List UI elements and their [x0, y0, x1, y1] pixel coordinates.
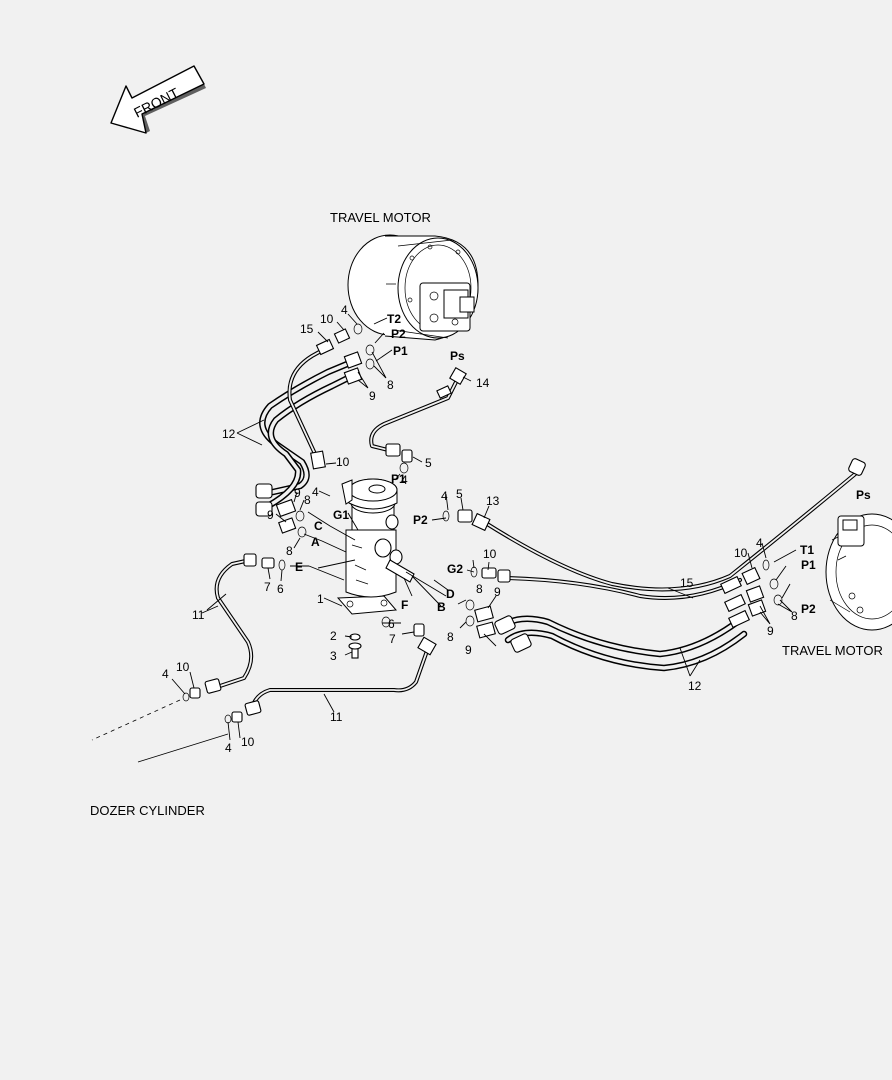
callout: 12	[688, 679, 702, 693]
front-arrow-icon: FRONT	[110, 65, 206, 134]
hoses-right-bundle	[498, 615, 748, 672]
callout: 5	[425, 456, 432, 470]
port-ps-top: Ps	[450, 349, 465, 363]
caption-travel-motor-top: TRAVEL MOTOR	[330, 210, 431, 225]
port-p2-mid: P2	[413, 513, 428, 527]
port-e: E	[295, 560, 303, 574]
callout: 9	[465, 643, 472, 657]
callout: 9	[494, 585, 501, 599]
port-g2: G2	[447, 562, 463, 576]
callout: 8	[387, 378, 394, 392]
callout: 1	[317, 592, 324, 606]
callout: 9	[369, 389, 376, 403]
port-ps-right: Ps	[856, 488, 871, 502]
port-t1-right: T1	[800, 543, 814, 557]
swivel-joint	[336, 478, 415, 615]
callout: 15	[680, 576, 694, 590]
port-p2-right: P2	[801, 602, 816, 616]
callout: 6	[388, 617, 395, 631]
callout: 4	[341, 303, 348, 317]
callout: 8	[476, 582, 483, 596]
callout: 8	[791, 609, 798, 623]
callout: 11	[330, 710, 343, 724]
callout: 4	[756, 536, 763, 550]
callout: 13	[486, 494, 500, 508]
callout: 9	[294, 486, 301, 500]
callout: 9	[767, 624, 774, 638]
callout: 5	[456, 487, 463, 501]
port-a: A	[311, 535, 320, 549]
callout: 15	[300, 322, 314, 336]
callout: 10	[320, 312, 334, 326]
port-c: C	[314, 519, 323, 533]
port-b: B	[437, 600, 446, 614]
port-p2-top: P2	[391, 327, 406, 341]
callout: 4	[401, 473, 408, 487]
callout: 10	[336, 455, 350, 469]
port-f: F	[401, 598, 408, 612]
pipe-11-lower	[250, 646, 430, 710]
fittings	[182, 323, 866, 724]
port-d: D	[446, 587, 455, 601]
pipe-15-right	[504, 576, 742, 600]
pipe-14	[369, 376, 460, 454]
leader-lines	[171, 313, 797, 741]
callout: 11	[192, 608, 205, 622]
callout: 12	[222, 427, 236, 441]
callout: 4	[312, 485, 319, 499]
pipe-11-upper	[212, 558, 254, 690]
callout: 3	[330, 649, 337, 663]
callout: 10	[176, 660, 190, 674]
callout: 14	[476, 376, 490, 390]
callout: 8	[447, 630, 454, 644]
callout: 4	[441, 489, 448, 503]
callout: 10	[241, 735, 255, 749]
pipe-13	[482, 468, 862, 592]
port-p1-top: P1	[393, 344, 408, 358]
hoses-left-bundle	[259, 358, 356, 510]
callout: 8	[304, 493, 311, 507]
callout: 6	[277, 582, 284, 596]
callout: 2	[330, 629, 337, 643]
port-t2-top: T2	[387, 312, 401, 326]
callout: 7	[389, 632, 396, 646]
callout: 4	[225, 741, 232, 755]
travel-motor-top	[347, 234, 479, 341]
port-p1-mid: P1	[391, 472, 406, 486]
callout: 4	[162, 667, 169, 681]
callout: 8	[286, 544, 293, 558]
port-g1: G1	[333, 508, 349, 522]
pipe-15-top	[287, 344, 332, 458]
callout: 9	[267, 508, 274, 522]
travel-motor-right	[825, 513, 892, 631]
caption-dozer-cylinder: DOZER CYLINDER	[90, 803, 205, 818]
dozer-lines	[91, 699, 229, 763]
callout: 10	[483, 547, 497, 561]
callout: 7	[264, 580, 271, 594]
callout: 10	[734, 546, 748, 560]
caption-travel-motor-right: TRAVEL MOTOR	[782, 643, 883, 658]
port-p1-right: P1	[801, 558, 816, 572]
